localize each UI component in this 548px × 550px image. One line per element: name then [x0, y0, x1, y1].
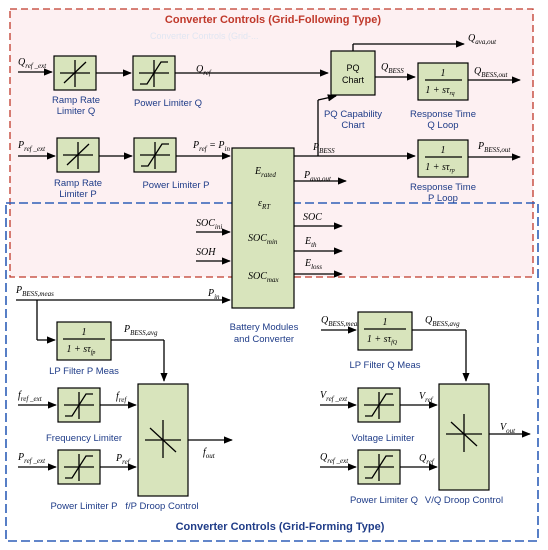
svg-text:1: 1 [82, 327, 87, 338]
frequency-limiter-block [57, 387, 101, 423]
svg-text:SOCmax: SOCmax [248, 271, 279, 284]
lp-filter-p-block: 1 1 + sτfp [56, 321, 112, 361]
ramp-rate-limiter-p-label: Ramp Rate [54, 178, 102, 189]
response-time-p-label-2: P Loop [428, 193, 458, 204]
grid-following-title: Converter Controls (Grid-Following Type) [165, 14, 381, 26]
svg-text:1 + sτrp: 1 + sτrp [425, 162, 455, 174]
signal-soh: SOH [196, 247, 216, 258]
response-time-p-label: Response Time [410, 182, 476, 193]
svg-text:PQ: PQ [346, 63, 359, 73]
signal-e-th: Eth [304, 236, 317, 249]
signal-p-bess: PBESS [312, 142, 335, 155]
voltage-limiter-block [357, 387, 401, 423]
ramp-rate-limiter-p-block [56, 137, 100, 173]
pq-chart-block: PQ Chart [330, 50, 376, 96]
response-time-q-label-2: Q Loop [427, 120, 458, 131]
vq-droop-block [438, 383, 490, 491]
fp-droop-label: f/P Droop Control [125, 501, 198, 512]
signal-e-loss: Eloss [304, 258, 322, 271]
svg-text:1: 1 [441, 68, 446, 79]
lp-filter-q-label: LP Filter Q Meas [349, 360, 420, 371]
signal-q-bess-out: QBESS,out [474, 66, 509, 79]
svg-text:1 + sτrq: 1 + sτrq [425, 85, 454, 97]
power-limiter-q-2-label: Power Limiter Q [350, 495, 418, 506]
response-time-q-label: Response Time [410, 109, 476, 120]
voltage-limiter-label: Voltage Limiter [352, 433, 415, 444]
signal-q-bess-meas: QBESS,meas [321, 315, 360, 328]
power-limiter-q-label: Power Limiter Q [134, 98, 202, 109]
signal-q-ref-ext: Qref _ext [18, 57, 47, 70]
ramp-rate-limiter-q-block [53, 55, 97, 91]
signal-p-ava-out: Pava,out [303, 170, 332, 183]
signal-f-ref-ext: fref _ext [18, 390, 43, 403]
power-limiter-q-2-block [357, 449, 401, 485]
signal-f-ref: fref [116, 391, 127, 404]
signal-soc-ini: SOCini [196, 218, 222, 231]
svg-text:1 + sτfp: 1 + sτfp [67, 344, 96, 356]
ramp-rate-limiter-q-label-2: Limiter Q [57, 106, 96, 117]
svg-text:1 + sτfQ: 1 + sτfQ [367, 334, 398, 346]
grid-forming-title: Converter Controls (Grid-Forming Type) [176, 521, 385, 533]
faint-label: Converter Controls (Grid-... [150, 31, 259, 41]
fp-droop-block [137, 383, 189, 497]
signal-q-ava-out: Qava,out [468, 33, 497, 46]
signal-p-ref-2: Pref [115, 453, 131, 466]
power-limiter-p-block [133, 137, 177, 173]
signal-q-bess: QBESS [381, 62, 404, 75]
battery-label-2: and Converter [234, 334, 294, 345]
svg-text:1: 1 [383, 317, 388, 328]
lp-filter-q-block: 1 1 + sτfQ [357, 311, 413, 351]
signal-v-out: Vout [500, 422, 516, 435]
lp-filter-p-label: LP Filter P Meas [49, 366, 119, 377]
signal-p-bess-avg: PBESS,avg [123, 324, 158, 337]
pq-capability-label: PQ Capability [324, 109, 382, 120]
signal-p-bess-meas: PBESS,meas [15, 285, 54, 298]
power-limiter-q-block [132, 55, 176, 91]
signal-q-ref-ext-2: Qref _ext [320, 452, 349, 465]
signal-f-out: fout [203, 447, 216, 460]
svg-text:SOCmin: SOCmin [248, 233, 278, 246]
frequency-limiter-label: Frequency Limiter [46, 433, 122, 444]
power-limiter-p-2-block [57, 449, 101, 485]
response-time-q-block: 1 1 + sτrq [417, 62, 469, 101]
signal-p-in: Pin [207, 288, 220, 301]
battery-label: Battery Modules [230, 322, 299, 333]
signal-p-ref-eq: Pref = Pin [192, 140, 230, 153]
vq-droop-label: V/Q Droop Control [425, 495, 503, 506]
power-limiter-p-label: Power Limiter P [142, 180, 209, 191]
signal-p-bess-out: PBESS,out [477, 141, 511, 154]
svg-text:εRT: εRT [258, 198, 271, 211]
signal-soc-out: SOC [303, 212, 322, 223]
svg-text:1: 1 [441, 145, 446, 156]
svg-text:Erated: Erated [254, 166, 276, 179]
signal-q-bess-avg: QBESS,avg [425, 315, 460, 328]
ramp-rate-limiter-p-label-2: Limiter P [59, 189, 96, 200]
response-time-p-block: 1 1 + sτrp [417, 139, 469, 178]
svg-text:Chart: Chart [342, 75, 365, 85]
signal-v-ref: Vref [419, 391, 434, 404]
pq-capability-label-2: Chart [341, 120, 365, 131]
signal-v-ref-ext: Vref _ext [320, 390, 348, 403]
power-limiter-p-2-label: Power Limiter P [50, 501, 117, 512]
signal-p-ref-ext-2: Pref _ext [17, 452, 46, 465]
signal-q-ref-2: Qref [419, 453, 435, 466]
signal-p-ref-ext: Pref _ext [17, 140, 46, 153]
ramp-rate-limiter-q-label: Ramp Rate [52, 95, 100, 106]
battery-modules-block: Erated εRT SOCmin SOCmax [231, 147, 295, 309]
